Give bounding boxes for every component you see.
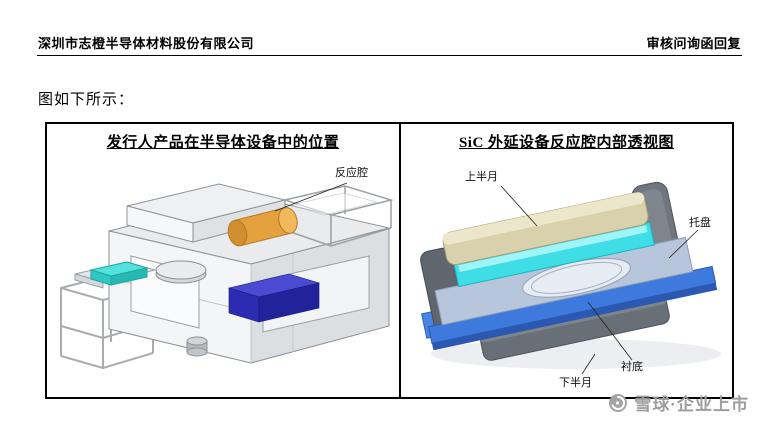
header-divider bbox=[37, 55, 742, 56]
substrate-leader-line bbox=[587, 301, 633, 361]
upper-half-slab bbox=[442, 192, 649, 266]
reaction-chamber-label: 反应腔 bbox=[335, 167, 368, 179]
left-panel-title-text: 发行人产品在半导体设备中的位置 bbox=[106, 135, 340, 151]
figure-panel-chamber: SiC 外延设备反应腔内部透视图 bbox=[401, 124, 732, 397]
tray-label: 托盘 bbox=[689, 217, 711, 229]
right-panel-title-text: SiC 外延设备反应腔内部透视图 bbox=[458, 135, 675, 151]
upper-half-leader-line bbox=[500, 185, 538, 227]
lower-half-label: 下半月 bbox=[559, 377, 592, 389]
tray-leader-line bbox=[668, 229, 699, 259]
equipment-cad-svg bbox=[60, 182, 394, 369]
substrate-label: 衬底 bbox=[621, 361, 643, 373]
transparent-cover bbox=[289, 192, 378, 216]
chamber-cad-svg bbox=[420, 181, 721, 375]
xueqiu-logo-icon bbox=[609, 393, 628, 412]
right-panel-title: SiC 外延设备反应腔内部透视图 bbox=[401, 131, 732, 152]
reaction-chamber-leader-line bbox=[274, 182, 348, 212]
upper-half-label: 上半月 bbox=[465, 171, 498, 183]
figure-container: 发行人产品在半导体设备中的位置 bbox=[45, 122, 734, 399]
floor-shadow bbox=[431, 339, 721, 369]
watermark-text: 雪球·企业上市 bbox=[634, 395, 749, 414]
lower-half-leader-line bbox=[581, 353, 596, 375]
blue-module bbox=[227, 273, 321, 323]
pump-unit bbox=[186, 336, 208, 357]
watermark: 雪球·企业上市 bbox=[608, 390, 749, 415]
company-name: 深圳市志橙半导体材料股份有限公司 bbox=[38, 36, 255, 51]
grey-disc bbox=[155, 260, 207, 284]
chamber-drawing: 上半月 托盘 衬底 下半月 bbox=[401, 156, 732, 397]
leader-lines bbox=[500, 185, 699, 375]
cyan-cassette bbox=[89, 261, 149, 286]
left-panel-title: 发行人产品在半导体设备中的位置 bbox=[47, 131, 399, 152]
doc-title: 审核问询函回复 bbox=[646, 36, 741, 51]
intro-text: 图如下所示： bbox=[38, 92, 135, 108]
figure-panel-equipment: 发行人产品在半导体设备中的位置 bbox=[47, 124, 401, 397]
equipment-drawing: 反应腔 bbox=[47, 156, 399, 397]
reaction-chamber-cylinder bbox=[227, 207, 298, 247]
